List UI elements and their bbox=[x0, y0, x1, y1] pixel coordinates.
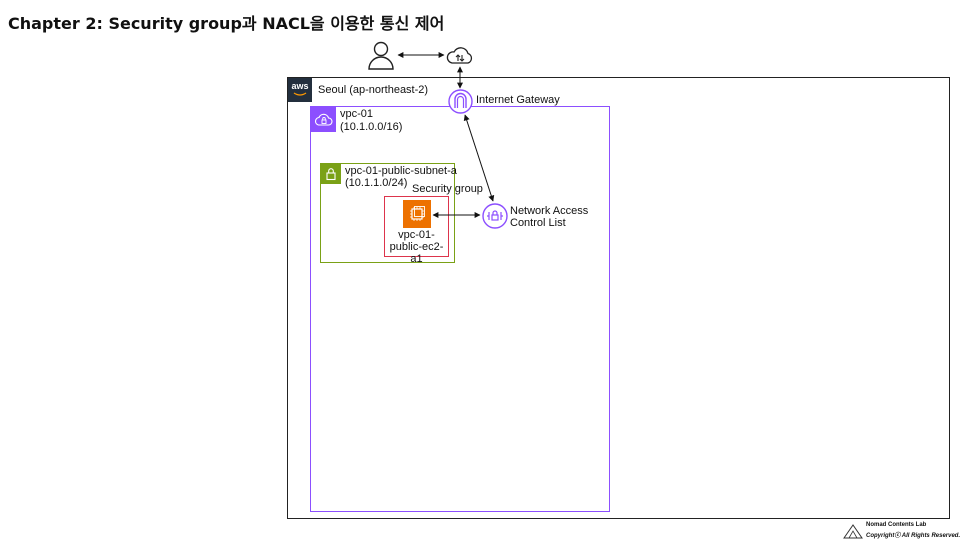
nacl-label-line2: Control List bbox=[510, 217, 566, 229]
footer-logo-icon bbox=[843, 524, 863, 539]
vpc-name: vpc-01 bbox=[340, 108, 374, 120]
footer-copyright: Copyrightⓒ All Rights Reserved. bbox=[866, 533, 960, 539]
nacl-label-line1: Network Access bbox=[510, 205, 589, 217]
aws-logo-icon: aws bbox=[288, 78, 312, 102]
user-icon bbox=[368, 41, 394, 70]
ec2-label-line1: vpc-01- bbox=[398, 229, 435, 241]
internet-gateway-label: Internet Gateway bbox=[476, 94, 560, 106]
security-group-container bbox=[384, 196, 449, 257]
ec2-instance-icon bbox=[403, 200, 431, 228]
subnet-name: vpc-01-public-subnet-a bbox=[345, 165, 457, 177]
footer-name: Nomad Contents Lab bbox=[866, 522, 927, 528]
ec2-label: vpc-01- public-ec2-a1 bbox=[384, 229, 449, 265]
region-label: Seoul (ap-northeast-2) bbox=[318, 84, 429, 96]
page-title: Chapter 2: Security group과 NACL을 이용한 통신 … bbox=[8, 14, 445, 33]
nacl-icon bbox=[482, 203, 508, 229]
region-container bbox=[287, 77, 950, 519]
internet-cloud-icon bbox=[446, 47, 473, 64]
aws-logo-text: aws bbox=[291, 81, 309, 91]
aws-smile-icon bbox=[293, 92, 307, 96]
subnet-cidr: (10.1.1.0/24) bbox=[345, 177, 408, 189]
ec2-label-line2: public-ec2-a1 bbox=[389, 241, 444, 265]
vpc-cidr: (10.1.0.0/16) bbox=[340, 121, 403, 133]
security-group-label: Security group bbox=[412, 183, 483, 195]
internet-gateway-icon bbox=[448, 89, 473, 114]
nacl-label: Network Access Control List bbox=[510, 205, 588, 229]
vpc-cloud-icon bbox=[311, 107, 336, 132]
subnet-lock-icon bbox=[321, 164, 341, 184]
